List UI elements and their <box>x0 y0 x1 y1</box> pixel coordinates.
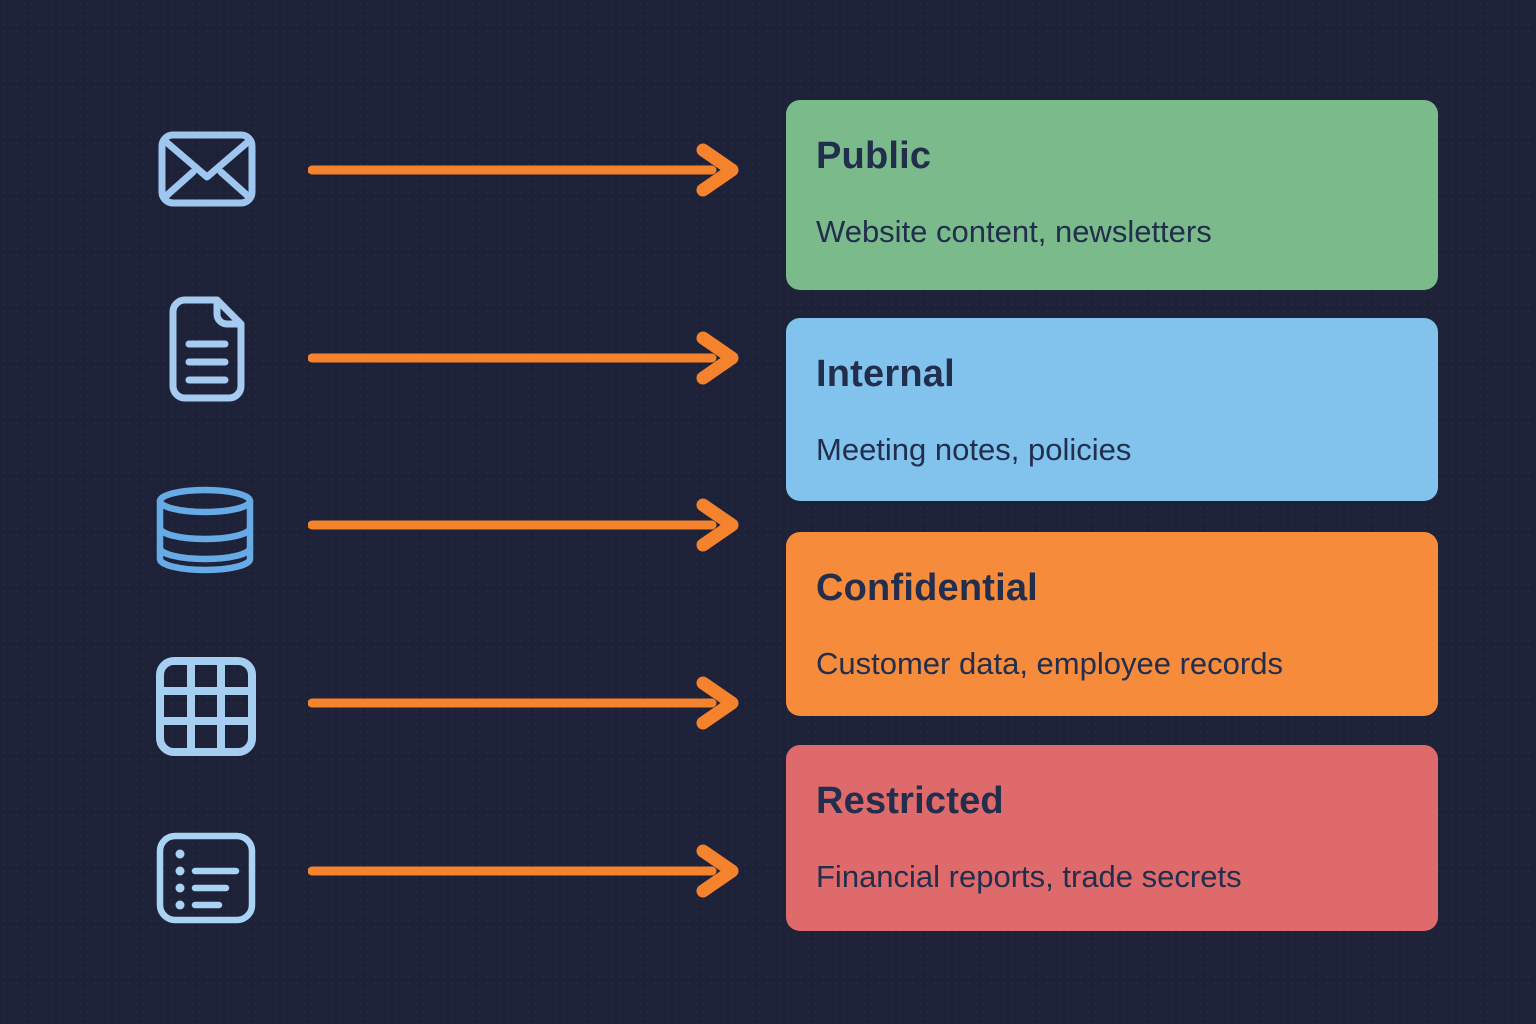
classification-title: Confidential <box>816 567 1038 609</box>
arrow-restricted <box>308 843 740 899</box>
arrow-confidential-top <box>308 497 740 553</box>
list-icon <box>156 832 256 924</box>
envelope-icon <box>158 131 256 207</box>
arrow-internal <box>308 330 740 386</box>
classification-box-confidential: Confidential Customer data, employee rec… <box>786 532 1438 716</box>
classification-box-restricted: Restricted Financial reports, trade secr… <box>786 745 1438 931</box>
arrow-confidential-bottom <box>308 675 740 731</box>
classification-title: Internal <box>816 353 955 395</box>
classification-box-internal: Internal Meeting notes, policies <box>786 318 1438 501</box>
classification-title: Public <box>816 135 932 177</box>
classification-examples: Financial reports, trade secrets <box>816 859 1242 894</box>
grid-icon <box>156 657 256 756</box>
classification-box-public: Public Website content, newsletters <box>786 100 1438 290</box>
classification-examples: Website content, newsletters <box>816 214 1212 249</box>
arrow-public <box>308 142 740 198</box>
database-icon <box>155 486 255 574</box>
classification-examples: Meeting notes, policies <box>816 432 1132 467</box>
classification-title: Restricted <box>816 780 1004 822</box>
classification-examples: Customer data, employee records <box>816 646 1283 681</box>
document-icon <box>169 296 245 402</box>
